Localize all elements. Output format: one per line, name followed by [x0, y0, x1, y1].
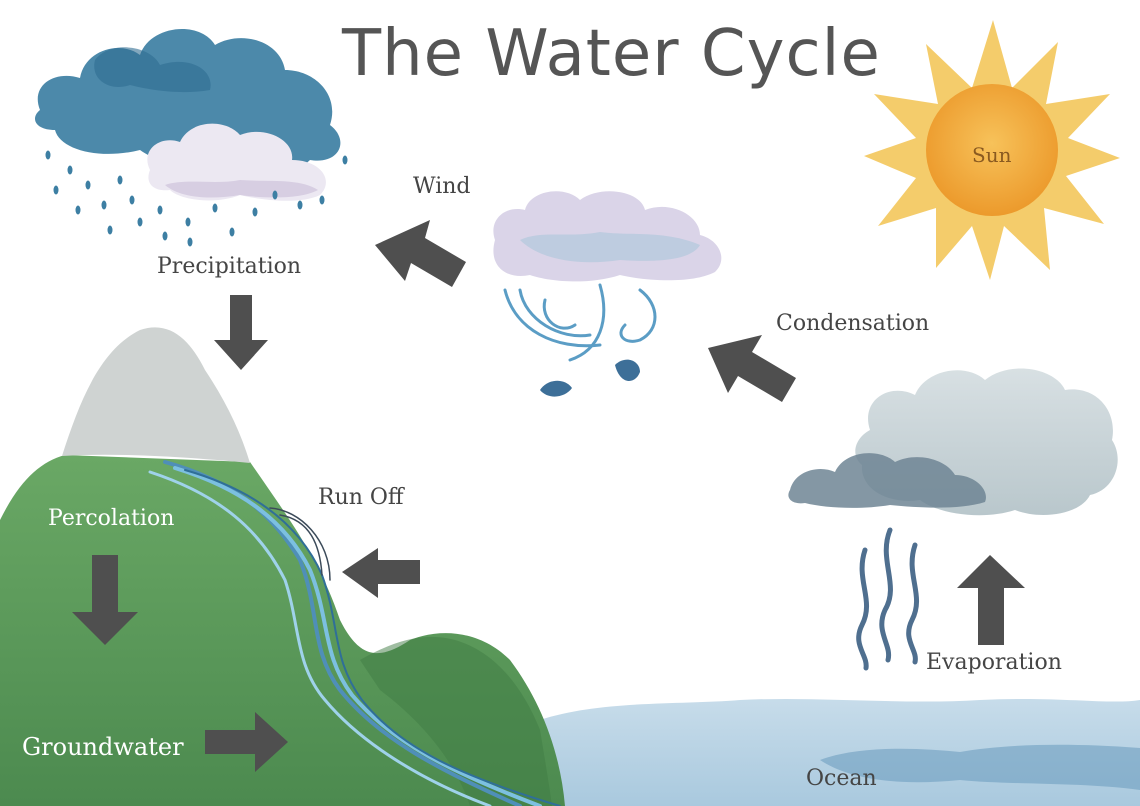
label-precipitation: Precipitation: [157, 254, 302, 279]
arrow-evaporation-up: [957, 555, 1025, 645]
rain-cloud: [35, 28, 348, 247]
label-percolation: Percolation: [48, 506, 175, 531]
label-run-off: Run Off: [318, 485, 404, 510]
arrow-precipitation-down: [214, 295, 268, 370]
evaporation-cloud: [788, 368, 1118, 516]
arrow-percolation-down: [72, 555, 138, 645]
label-sun: Sun: [972, 143, 1012, 167]
arrow-run-off: [342, 548, 420, 598]
arrow-groundwater-right: [205, 712, 288, 772]
raindrops: [45, 150, 348, 247]
page-title: The Water Cycle: [342, 17, 881, 91]
process-arrows: [72, 220, 1025, 772]
snow-cap: [62, 327, 250, 463]
steam-lines: [856, 527, 919, 671]
ocean: [540, 698, 1140, 806]
label-wind: Wind: [413, 174, 471, 199]
wind-cloud: [493, 191, 722, 397]
river: [148, 460, 561, 806]
wind-swirls: [503, 283, 657, 362]
arrow-condensation: [708, 335, 796, 402]
sun-illustration: [864, 20, 1120, 280]
mountain: [0, 327, 565, 806]
label-ocean: Ocean: [806, 766, 877, 791]
label-evaporation: Evaporation: [926, 650, 1062, 675]
label-groundwater: Groundwater: [22, 733, 184, 761]
arrow-wind: [375, 220, 466, 287]
sun-disc: [926, 84, 1058, 216]
label-condensation: Condensation: [776, 311, 930, 336]
